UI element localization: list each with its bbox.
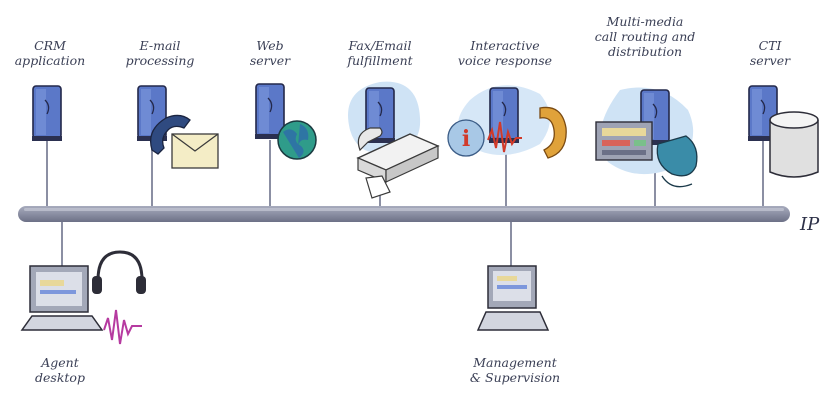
ip-network-bus — [18, 206, 790, 222]
ip-network-label: IP — [800, 214, 820, 235]
server-tower-icon — [31, 85, 63, 142]
label-management-supervision: Management& Supervision — [469, 355, 561, 385]
info-phone-icon: i — [447, 106, 567, 159]
management-computer-icon — [476, 265, 550, 331]
agent-computer-headset-icon — [20, 250, 146, 345]
database-cylinder-icon — [769, 111, 819, 178]
svg-text:i: i — [462, 126, 470, 152]
telephone-envelope-icon — [149, 114, 219, 169]
fax-machine-icon — [356, 127, 440, 199]
globe-icon — [277, 120, 317, 160]
routing-console-icon — [595, 121, 698, 188]
